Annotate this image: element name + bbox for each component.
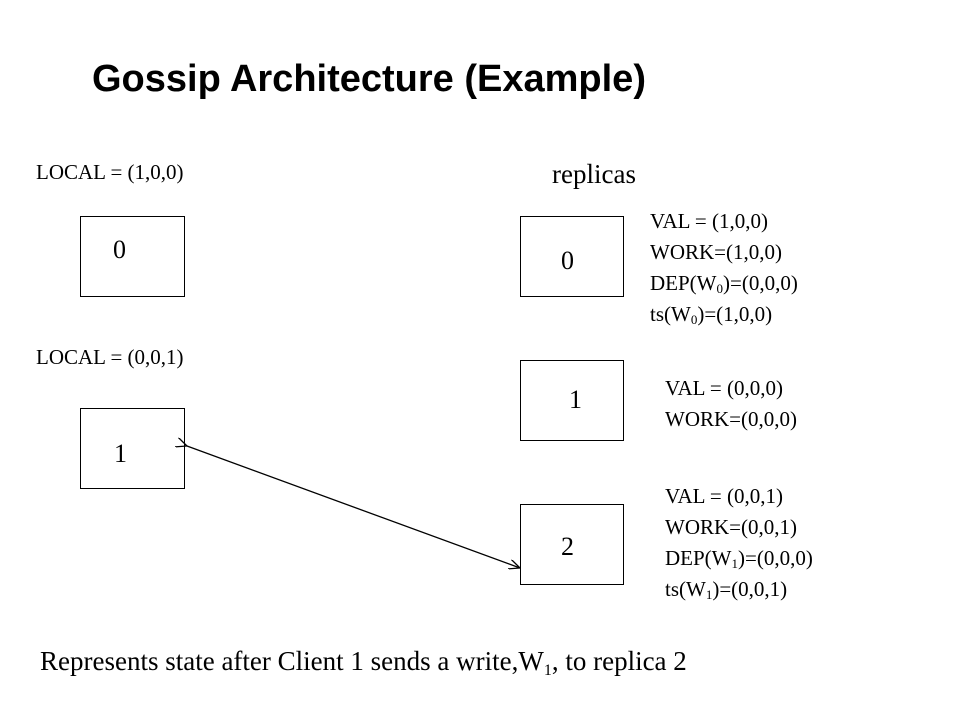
replica-0-box: 0 — [520, 216, 624, 297]
replica-2-box: 2 — [520, 504, 624, 585]
replica-0-ts: ts(W0)=(1,0,0) — [650, 302, 773, 327]
client-1-box: 1 — [80, 408, 185, 489]
replica-0-box-label: 0 — [561, 246, 574, 275]
client-0-box: 0 — [80, 216, 185, 297]
replica-2-state: VAL = (0,0,1) WORK=(0,0,1) DEP(W1)=(0,0,… — [665, 481, 813, 605]
replica-1-state: VAL = (0,0,0) WORK=(0,0,0) — [665, 373, 797, 435]
page-title: Gossip Architecture (Example) — [92, 58, 646, 100]
replica-2-val: VAL = (0,0,1) — [665, 484, 784, 508]
replica-2-dep: DEP(W1)=(0,0,0) — [665, 546, 813, 571]
client-0-local-label: LOCAL = (1,0,0) — [36, 160, 184, 184]
replica-2-box-label: 2 — [561, 532, 574, 561]
replica-1-box: 1 — [520, 360, 624, 441]
replica-1-work: WORK=(0,0,0) — [665, 407, 797, 431]
replica-0-val: VAL = (1,0,0) — [650, 209, 769, 233]
client-0-box-label: 0 — [113, 235, 126, 264]
replica-0-work: WORK=(1,0,0) — [650, 240, 782, 264]
client-1-box-label: 1 — [114, 439, 127, 468]
replica-1-box-label: 1 — [569, 385, 582, 414]
replica-2-work: WORK=(0,0,1) — [665, 515, 797, 539]
replica-0-state: VAL = (1,0,0) WORK=(1,0,0) DEP(W0)=(0,0,… — [650, 206, 798, 330]
write-arrow-line — [187, 446, 520, 568]
replicas-heading: replicas — [552, 159, 636, 189]
client-1-local-label: LOCAL = (0,0,1) — [36, 345, 184, 369]
replica-2-ts: ts(W1)=(0,0,1) — [665, 577, 788, 602]
replica-0-dep: DEP(W0)=(0,0,0) — [650, 271, 798, 296]
replica-1-val: VAL = (0,0,0) — [665, 376, 784, 400]
caption: Represents state after Client 1 sends a … — [40, 646, 687, 679]
